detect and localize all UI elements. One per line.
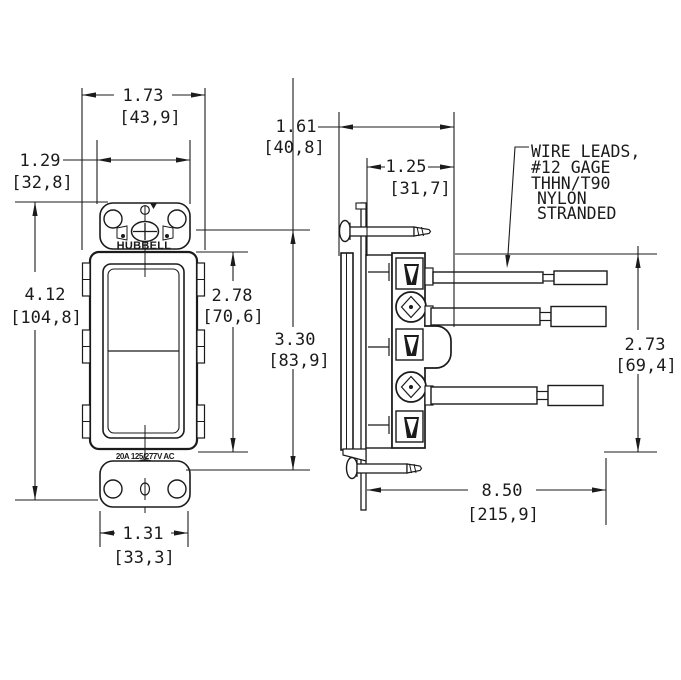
dim-strap-bottom-width: 1.31 [33,3] <box>99 511 189 568</box>
side-view <box>338 202 608 511</box>
terminal-screw-icon <box>395 371 427 403</box>
dim-text-mm: [33,3] <box>113 548 174 568</box>
dim-strap-top-width: 1.29 [32,8] <box>11 140 191 204</box>
rating-label: 20A 125/277V AC <box>116 452 175 461</box>
dim-text: 8.50 <box>482 481 523 501</box>
dim-overall-depth: 1.61 [40,8] <box>263 112 455 327</box>
dim-text: 1.73 <box>123 86 164 106</box>
mount-ear-hole <box>103 479 123 499</box>
face-plate-edge <box>340 252 354 451</box>
dim-text: 4.12 <box>25 285 66 305</box>
dim-text-mm: [104,8] <box>10 308 82 328</box>
wire-lead-3 <box>430 384 604 407</box>
mounting-screw-bottom <box>345 456 423 480</box>
terminal-clamp <box>395 328 424 361</box>
dim-text: 1.31 <box>123 524 164 544</box>
dim-text: 3.30 <box>275 330 316 350</box>
dim-text-mm: [83,9] <box>268 351 329 371</box>
note-line: NYLON <box>537 189 587 208</box>
back-bracket <box>424 325 452 369</box>
note-line: WIRE LEADS, <box>531 142 640 161</box>
brand-label: HUBBELL <box>117 240 172 252</box>
dim-text-mm: [40,8] <box>263 138 324 158</box>
side-clips <box>81 262 206 439</box>
dim-text: 1.25 <box>386 157 427 177</box>
dim-text-mm: [32,8] <box>11 173 72 193</box>
rocker-paddle <box>102 263 185 439</box>
dim-lead-length: 8.50 [215,9] <box>367 458 607 525</box>
mounting-screw-top <box>338 219 432 243</box>
terminal-clamp <box>395 410 424 443</box>
dim-text: 2.78 <box>212 286 253 306</box>
mount-ear-hole <box>167 479 187 499</box>
dim-lead-vertical-span: 2.73 [69,4] <box>455 246 677 453</box>
dim-mount-hole-span: 3.30 [83,9] <box>186 78 330 471</box>
note-line: STRANDED <box>537 204 616 223</box>
front-view: HUBBELL <box>81 202 206 513</box>
wire-lead-2 <box>430 305 607 328</box>
dim-overall-height: 4.12 [104,8] <box>10 201 108 501</box>
dim-body-depth: 1.25 [31,7] <box>366 157 454 256</box>
dim-text-mm: [70,6] <box>202 307 263 327</box>
dimensions: 1.73 [43,9] 1.29 [32,8] 4.12 [104,8] <box>10 78 677 568</box>
device-face <box>81 205 206 513</box>
dim-text-mm: [43,9] <box>119 108 180 128</box>
dim-text-mm: [215,9] <box>467 505 539 525</box>
dim-face-height: 2.78 [70,6] <box>196 251 264 453</box>
mount-ear-hole <box>103 209 123 229</box>
dim-text: 2.73 <box>625 335 666 355</box>
dim-text-mm: [69,4] <box>615 356 676 376</box>
leader-arrow-icon <box>505 254 511 268</box>
dim-text-mm: [31,7] <box>389 179 450 199</box>
terminal-clamp <box>395 257 424 290</box>
dim-overall-width: 1.73 [43,9] <box>81 86 206 250</box>
dim-text: 1.29 <box>20 151 61 171</box>
mount-ear-hole <box>167 209 187 229</box>
switch-body-side <box>365 252 452 449</box>
dim-text: 1.61 <box>276 117 317 137</box>
captive-screw-icon <box>130 220 160 243</box>
terminal-screw-icon <box>395 291 427 323</box>
wire-lead-1 <box>432 270 608 286</box>
note-line: THHN/T90 <box>531 174 610 193</box>
wire-leads-note: WIRE LEADS, #12 GAGE THHN/T90 NYLON STRA… <box>505 142 640 268</box>
note-line: #12 GAGE <box>531 158 610 177</box>
bottom-mounting-strap <box>99 460 191 508</box>
